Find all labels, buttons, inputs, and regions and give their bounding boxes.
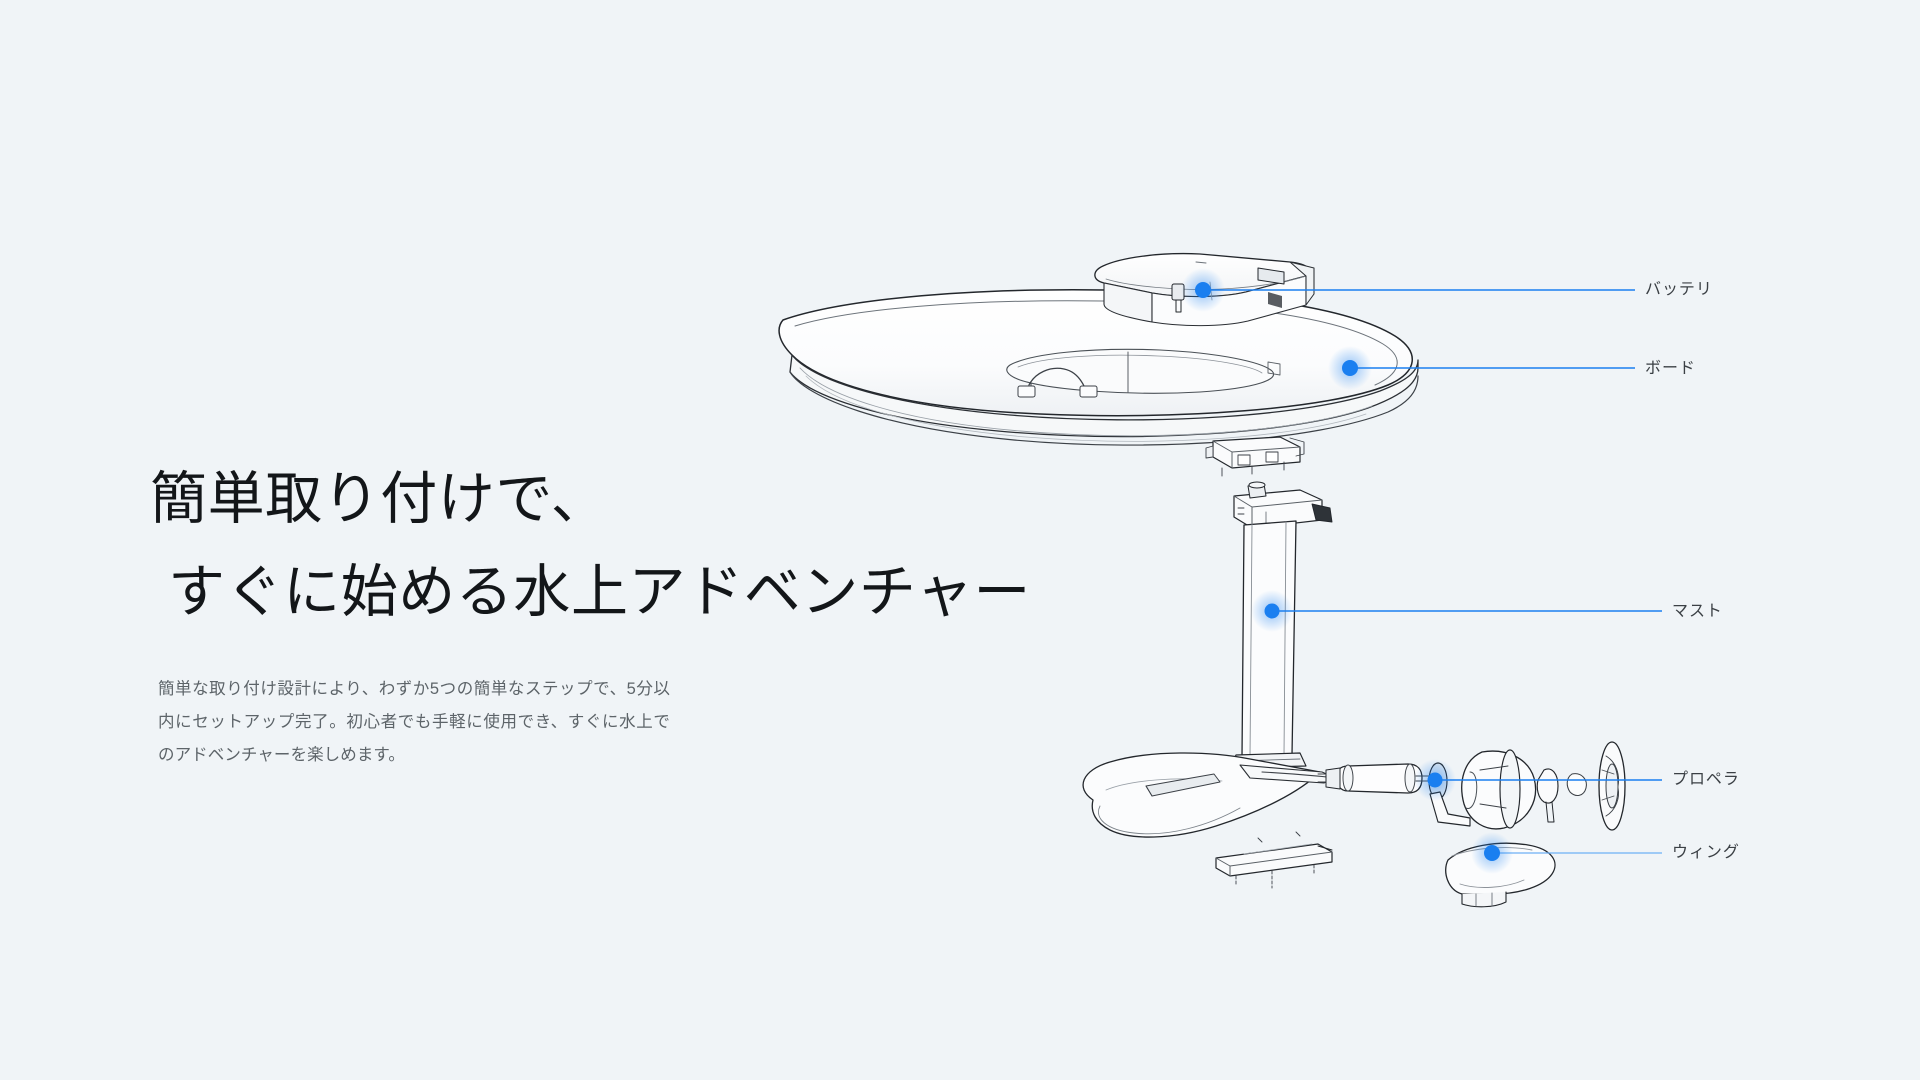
glow-halo-propeller — [1414, 759, 1456, 801]
wing-part — [1445, 842, 1556, 908]
hero-copy-block: 簡単取り付けで、 すぐに始める水上アドベンチャー — [150, 415, 1030, 676]
callout-label-mast: マスト — [1672, 603, 1723, 620]
glow-halo-board — [1328, 346, 1372, 390]
glow-dot-board — [1342, 360, 1358, 376]
headline-line-1: 簡単取り付けで、 — [150, 467, 609, 532]
glow-dot-mast — [1264, 603, 1280, 619]
glow-dot-wing — [1484, 845, 1500, 861]
glow-halo-mast — [1251, 590, 1293, 632]
mount-plate-part — [1205, 436, 1305, 477]
glow-halo-battery — [1181, 268, 1225, 312]
stabilizer-part — [1215, 843, 1333, 889]
glow-dot-battery — [1195, 282, 1211, 298]
glow-dot-propeller — [1427, 772, 1443, 788]
callout-label-battery: バッテリ — [1645, 281, 1713, 298]
mast-part — [1229, 520, 1307, 769]
hero-description: 簡単な取り付け設計により、わずか5つの簡単なステップで、5分以内にセットアップ完… — [158, 679, 670, 764]
propeller-part — [1428, 741, 1626, 831]
battery-part — [1094, 252, 1315, 327]
callout-label-propeller: プロペラ — [1672, 771, 1740, 788]
callout-label-wing: ウィング — [1672, 844, 1740, 861]
mast-head-part — [1233, 481, 1333, 529]
glow-halo-wing — [1471, 832, 1513, 874]
fuselage-part — [1082, 752, 1437, 838]
fasteners-part — [1257, 831, 1301, 843]
headline-line-2: すぐに始める水上アドベンチャー — [168, 559, 1031, 624]
callout-label-board: ボード — [1645, 360, 1696, 377]
page-title: 簡単取り付けで、 すぐに始める水上アドベンチャー — [150, 453, 1030, 638]
callout-leaders — [1181, 268, 1662, 874]
